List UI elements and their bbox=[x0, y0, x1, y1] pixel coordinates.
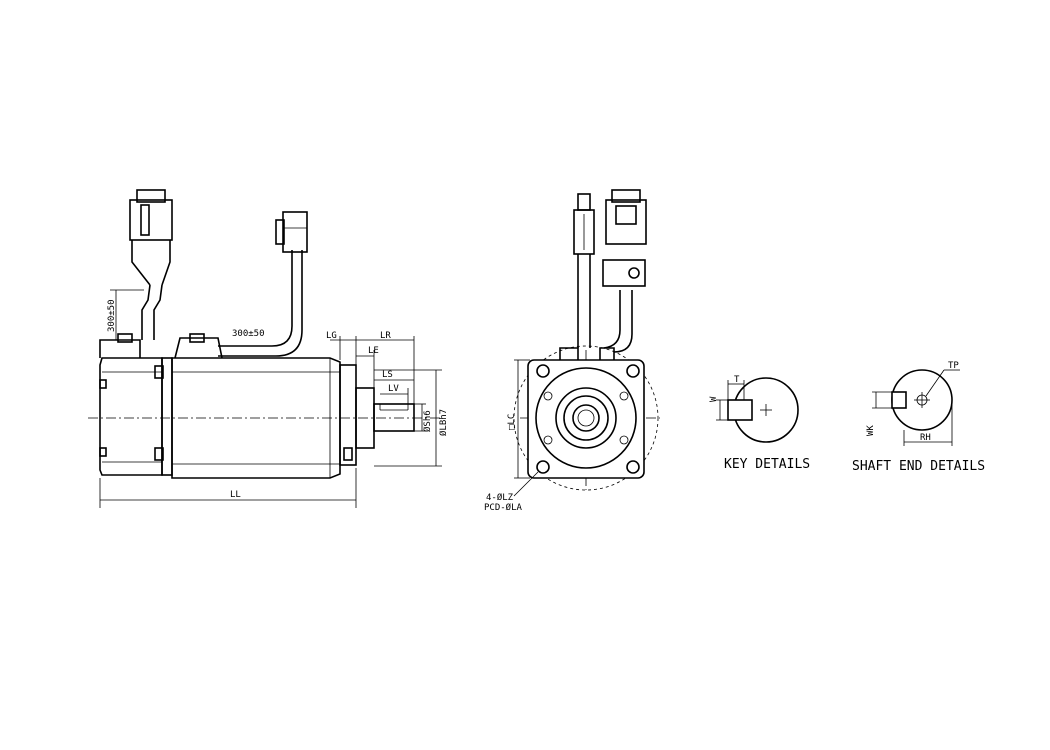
power-connector-tab bbox=[189, 333, 205, 343]
mount-hole-tr bbox=[626, 364, 640, 378]
caption-shaft-end-details: SHAFT END DETAILS bbox=[852, 459, 985, 474]
label-lz: 4-ØLZ bbox=[486, 492, 514, 503]
front-power-cable-a bbox=[603, 290, 621, 349]
key-block bbox=[727, 399, 753, 421]
label-ll: LL bbox=[230, 490, 241, 500]
label-le: LE bbox=[368, 346, 379, 356]
encoder-plug-latch bbox=[136, 189, 166, 203]
shaft-end-flat bbox=[891, 391, 907, 409]
encoder-cable-a bbox=[141, 284, 151, 340]
tap-hole-tr bbox=[619, 391, 629, 401]
tap-hole-l bbox=[543, 435, 553, 445]
power-connector-boss bbox=[174, 337, 223, 359]
front-power-cable-b bbox=[613, 290, 633, 353]
label-lr: LR bbox=[380, 331, 391, 341]
key-details-view: T W KEY DETAILS bbox=[709, 375, 810, 472]
label-ls: LS bbox=[382, 370, 393, 380]
encoder-notch-bottom bbox=[99, 447, 107, 457]
shaft-inner bbox=[577, 409, 595, 427]
front-power-clamp bbox=[602, 259, 646, 287]
label-pcd: PCD-ØLA bbox=[484, 502, 523, 513]
label-wk: WK bbox=[866, 425, 876, 436]
label-lb: ØLBh7 bbox=[438, 409, 449, 436]
front-boss-left bbox=[559, 347, 579, 360]
pilot-inner bbox=[563, 395, 609, 441]
encoder-connector-base bbox=[99, 339, 141, 358]
label-rh: RH bbox=[920, 433, 931, 443]
power-cable-a bbox=[218, 250, 293, 347]
flange-bore-outer bbox=[535, 367, 637, 469]
tp-leader bbox=[925, 369, 945, 397]
encoder-notch-top bbox=[99, 379, 107, 389]
front-power-plug-latch bbox=[611, 189, 641, 203]
label-tp: TP bbox=[948, 361, 959, 371]
mount-hole-br bbox=[626, 460, 640, 474]
tap-hole-r bbox=[619, 435, 629, 445]
flange-slot bbox=[343, 447, 353, 461]
lz-leader bbox=[513, 471, 539, 497]
front-view: □LC 4-ØLZ PCD-ØLA bbox=[484, 189, 660, 513]
encoder-connector-tab bbox=[117, 333, 133, 343]
shaft bbox=[373, 403, 415, 432]
encoder-connector-neck-b bbox=[161, 240, 171, 286]
front-power-plug-window bbox=[615, 205, 637, 225]
side-view: LL LG LR LE LS LV ØSh6 ØLBh7 300±50 300±… bbox=[88, 189, 449, 508]
encoder-housing bbox=[99, 357, 163, 476]
caption-key-details: KEY DETAILS bbox=[724, 457, 810, 472]
joint-tab-top bbox=[154, 365, 164, 379]
front-power-clamp-screw bbox=[628, 267, 640, 279]
power-plug bbox=[282, 211, 308, 253]
encoder-connector-neck-a bbox=[131, 240, 151, 286]
label-lg: LG bbox=[326, 331, 337, 341]
encoder-plug-pin bbox=[140, 204, 150, 236]
power-cable-b bbox=[218, 250, 303, 357]
pilot-circle bbox=[555, 387, 617, 449]
mount-hole-bl bbox=[536, 460, 550, 474]
label-lc: □LC bbox=[507, 414, 517, 430]
label-w: W bbox=[709, 396, 719, 402]
power-plug-latch bbox=[275, 219, 285, 245]
joint-tab-bottom bbox=[154, 447, 164, 461]
label-cable2: 300±50 bbox=[232, 329, 265, 339]
tap-hole-tl bbox=[543, 391, 553, 401]
front-power-plug bbox=[605, 199, 647, 245]
mount-hole-tl bbox=[536, 364, 550, 378]
encoder-plug bbox=[129, 199, 173, 241]
label-cable1: 300±50 bbox=[107, 299, 117, 332]
shaft-circle bbox=[572, 404, 600, 432]
encoder-cable-b bbox=[153, 284, 163, 340]
label-lv: LV bbox=[388, 384, 399, 394]
label-t: T bbox=[734, 375, 740, 385]
front-boss-right bbox=[599, 347, 615, 360]
front-flange bbox=[339, 364, 357, 466]
shaft-end-details-view: TP RH WK SHAFT END DETAILS bbox=[852, 361, 985, 474]
front-encoder-plug-latch bbox=[577, 193, 591, 211]
label-s: ØSh6 bbox=[422, 410, 433, 432]
flange-square bbox=[527, 359, 645, 479]
pcd-circle bbox=[513, 345, 659, 491]
